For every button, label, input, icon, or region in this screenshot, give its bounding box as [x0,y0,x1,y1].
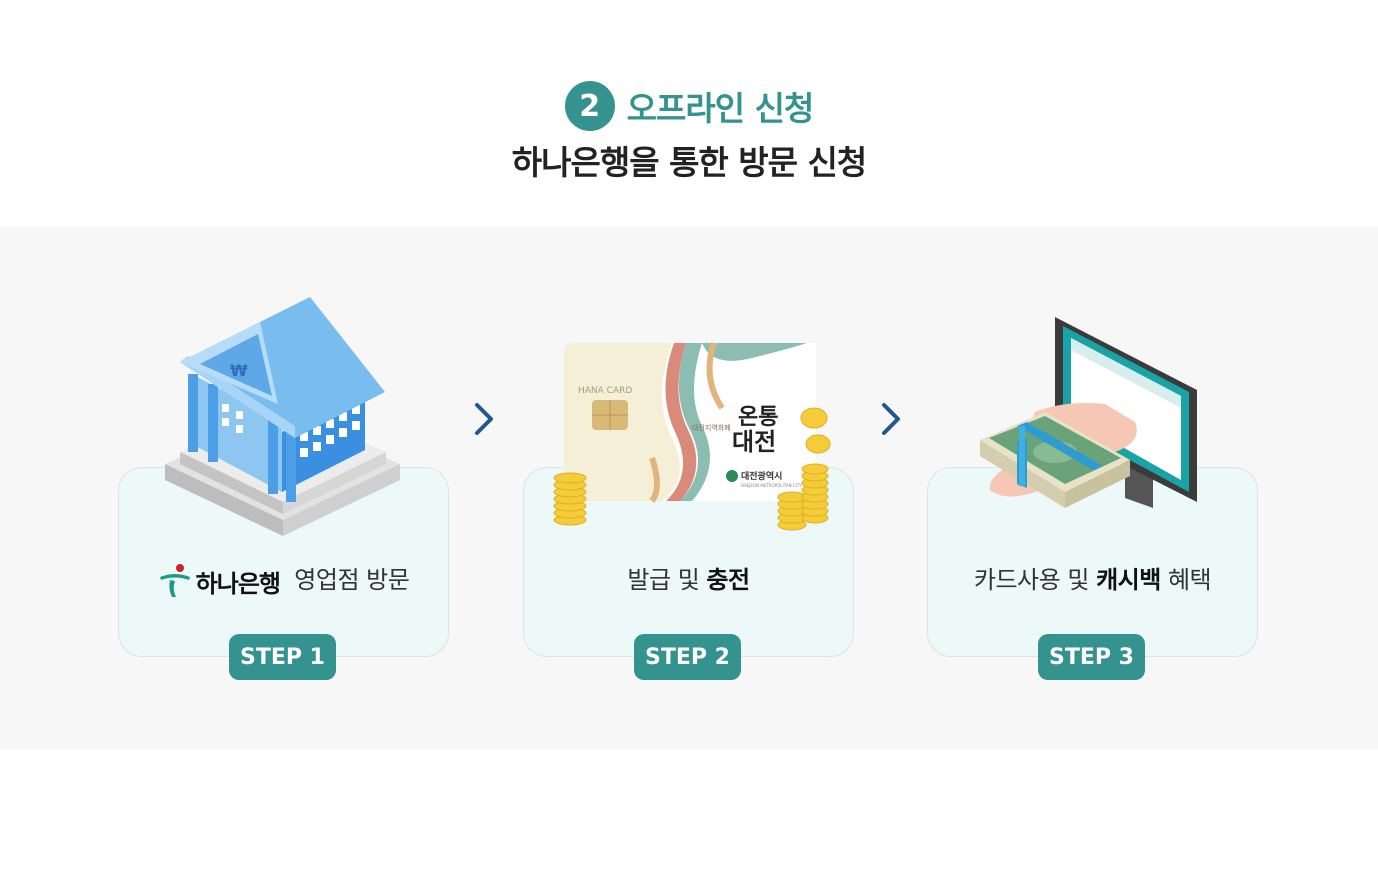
card-with-coins-icon: HANA CARD 대전지역화폐 온통 대전 대전광역시 DAEJEON MET… [553,342,831,531]
step-card-3: 카드사용 및 캐시백 혜택 [927,467,1258,657]
step-2-label: 발급 및 충전 [524,560,853,595]
step-3-badge: STEP 3 [1038,634,1145,680]
section-subtitle: 하나은행을 통한 방문 신청 [511,143,867,182]
step-1-text: 영업점 방문 [294,566,410,594]
step-1-label-text: 영업점 방문 [287,566,410,594]
daejeon-emblem-icon [726,470,738,482]
bank-building-icon: ₩ [165,297,400,536]
monitor-cashback-icon [980,317,1197,508]
step-3-label-bold: 캐시백 [1096,566,1161,594]
card-product-bottom: 대전 [732,428,776,456]
step-2-label-bold: 충전 [706,566,750,594]
card-brand-text: HANA CARD [578,386,632,396]
svg-text:₩: ₩ [230,361,248,380]
section-title: 오프라인 신청 [626,89,815,128]
step-1-badge: STEP 1 [229,634,336,680]
step-3-label: 카드사용 및 캐시백 혜택 [928,560,1257,595]
step-2-badge: STEP 2 [634,634,741,680]
card-currency-text: 대전지역화폐 [692,423,731,432]
step-number-badge: 2 [564,81,615,131]
card-product-top: 온통 [738,405,778,430]
step-3-label-tail: 혜택 [1160,566,1212,594]
chevron-right-icon [475,403,493,435]
step-2-label-plain: 발급 및 [627,566,707,594]
chevron-right-icon [882,403,900,435]
step-1-label: 하나은행 영업점 방문 [119,560,448,599]
hana-logo-icon [159,564,190,597]
step-title-row: 2 오프라인 신청 [0,80,1378,132]
hana-bank-logo: 하나은행 [158,563,281,599]
card-issuer-text: 대전광역시 [741,470,782,482]
section-header: 2 오프라인 신청 하나은행을 통한 방문 신청 [0,0,1378,227]
hana-logo-text: 하나은행 [195,569,281,598]
card-issuer-en-text: DAEJEON METROPOLITAN CITY [741,483,802,488]
step-3-label-plain: 카드사용 및 [973,566,1097,594]
